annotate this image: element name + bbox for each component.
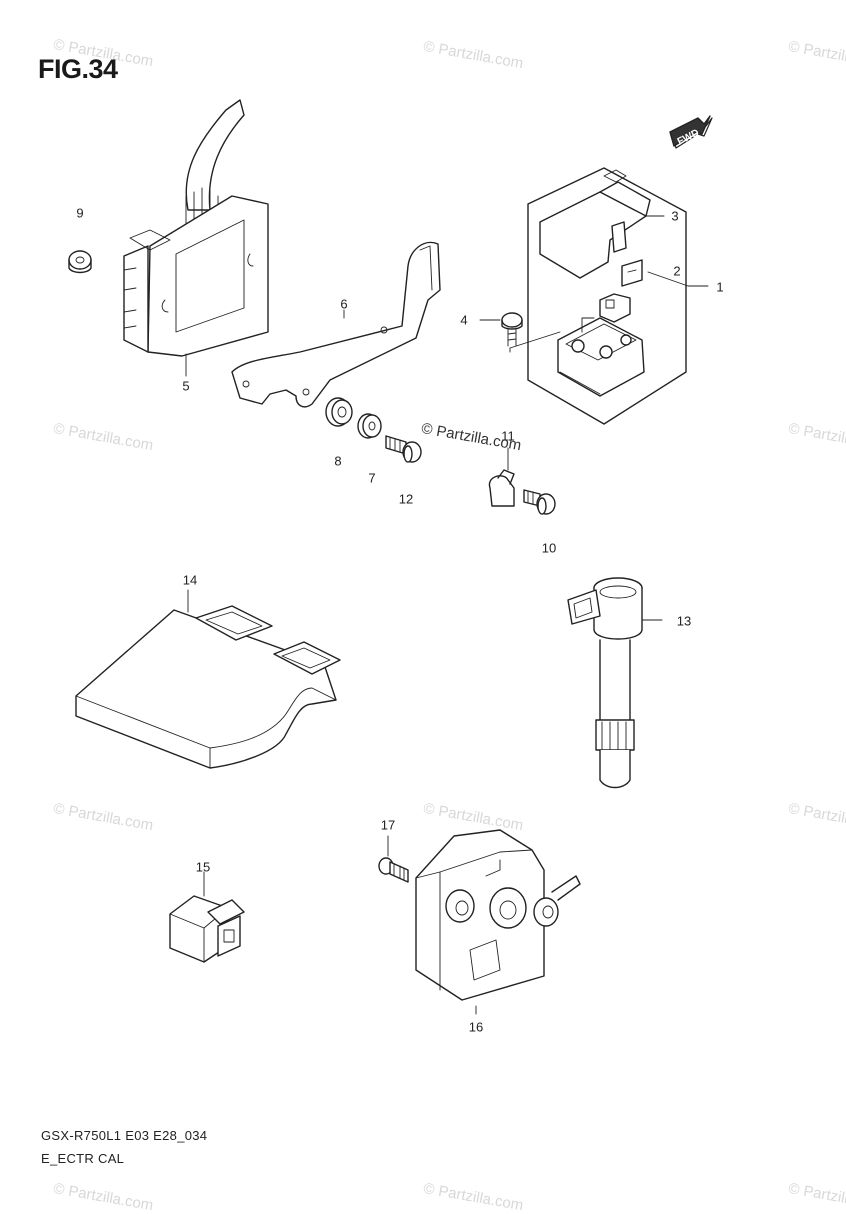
callout-16: 16 <box>468 1019 484 1035</box>
nut-part-9 <box>68 250 92 274</box>
throttle-position-sensor-part-16 <box>415 829 581 1015</box>
callout-4: 4 <box>460 312 468 328</box>
regulator-rectifier-part-5 <box>123 99 269 377</box>
figure-title: FIG.34 <box>38 54 118 84</box>
callout-5: 5 <box>182 378 190 394</box>
footer-section: E_ECTR CAL <box>41 1151 125 1166</box>
screw-part-4 <box>479 312 523 347</box>
callout-6: 6 <box>340 296 348 312</box>
ecm-part-14 <box>75 589 341 769</box>
callout-11: 11 <box>501 428 515 444</box>
callout-2: 2 <box>673 263 681 279</box>
callout-7: 7 <box>368 470 376 486</box>
callout-1: 1 <box>716 279 724 295</box>
callout-17: 17 <box>380 817 396 833</box>
callout-8: 8 <box>334 453 342 469</box>
callout-9: 9 <box>76 205 84 221</box>
callout-10: 10 <box>541 540 557 556</box>
callout-14: 14 <box>182 572 198 588</box>
grommet-part-8 <box>325 397 353 427</box>
collar-part-7 <box>357 413 382 439</box>
starter-relay-assembly-part-1 <box>509 167 709 425</box>
callout-13: 13 <box>676 613 692 629</box>
fwd-arrow-icon: FWD <box>669 115 713 149</box>
callout-3: 3 <box>671 208 679 224</box>
footer-model-code: GSX-R750L1 E03 E28_034 <box>41 1128 208 1143</box>
callout-15: 15 <box>195 859 211 875</box>
bracket-part-6 <box>231 241 441 408</box>
bolt-part-10 <box>523 489 556 515</box>
clamp-part-11 <box>488 447 515 507</box>
ignition-coil-part-13 <box>567 577 663 789</box>
sensor-part-15 <box>169 871 245 963</box>
bolt-part-12 <box>385 435 422 463</box>
callout-12: 12 <box>398 491 414 507</box>
screw-part-17 <box>378 835 409 883</box>
